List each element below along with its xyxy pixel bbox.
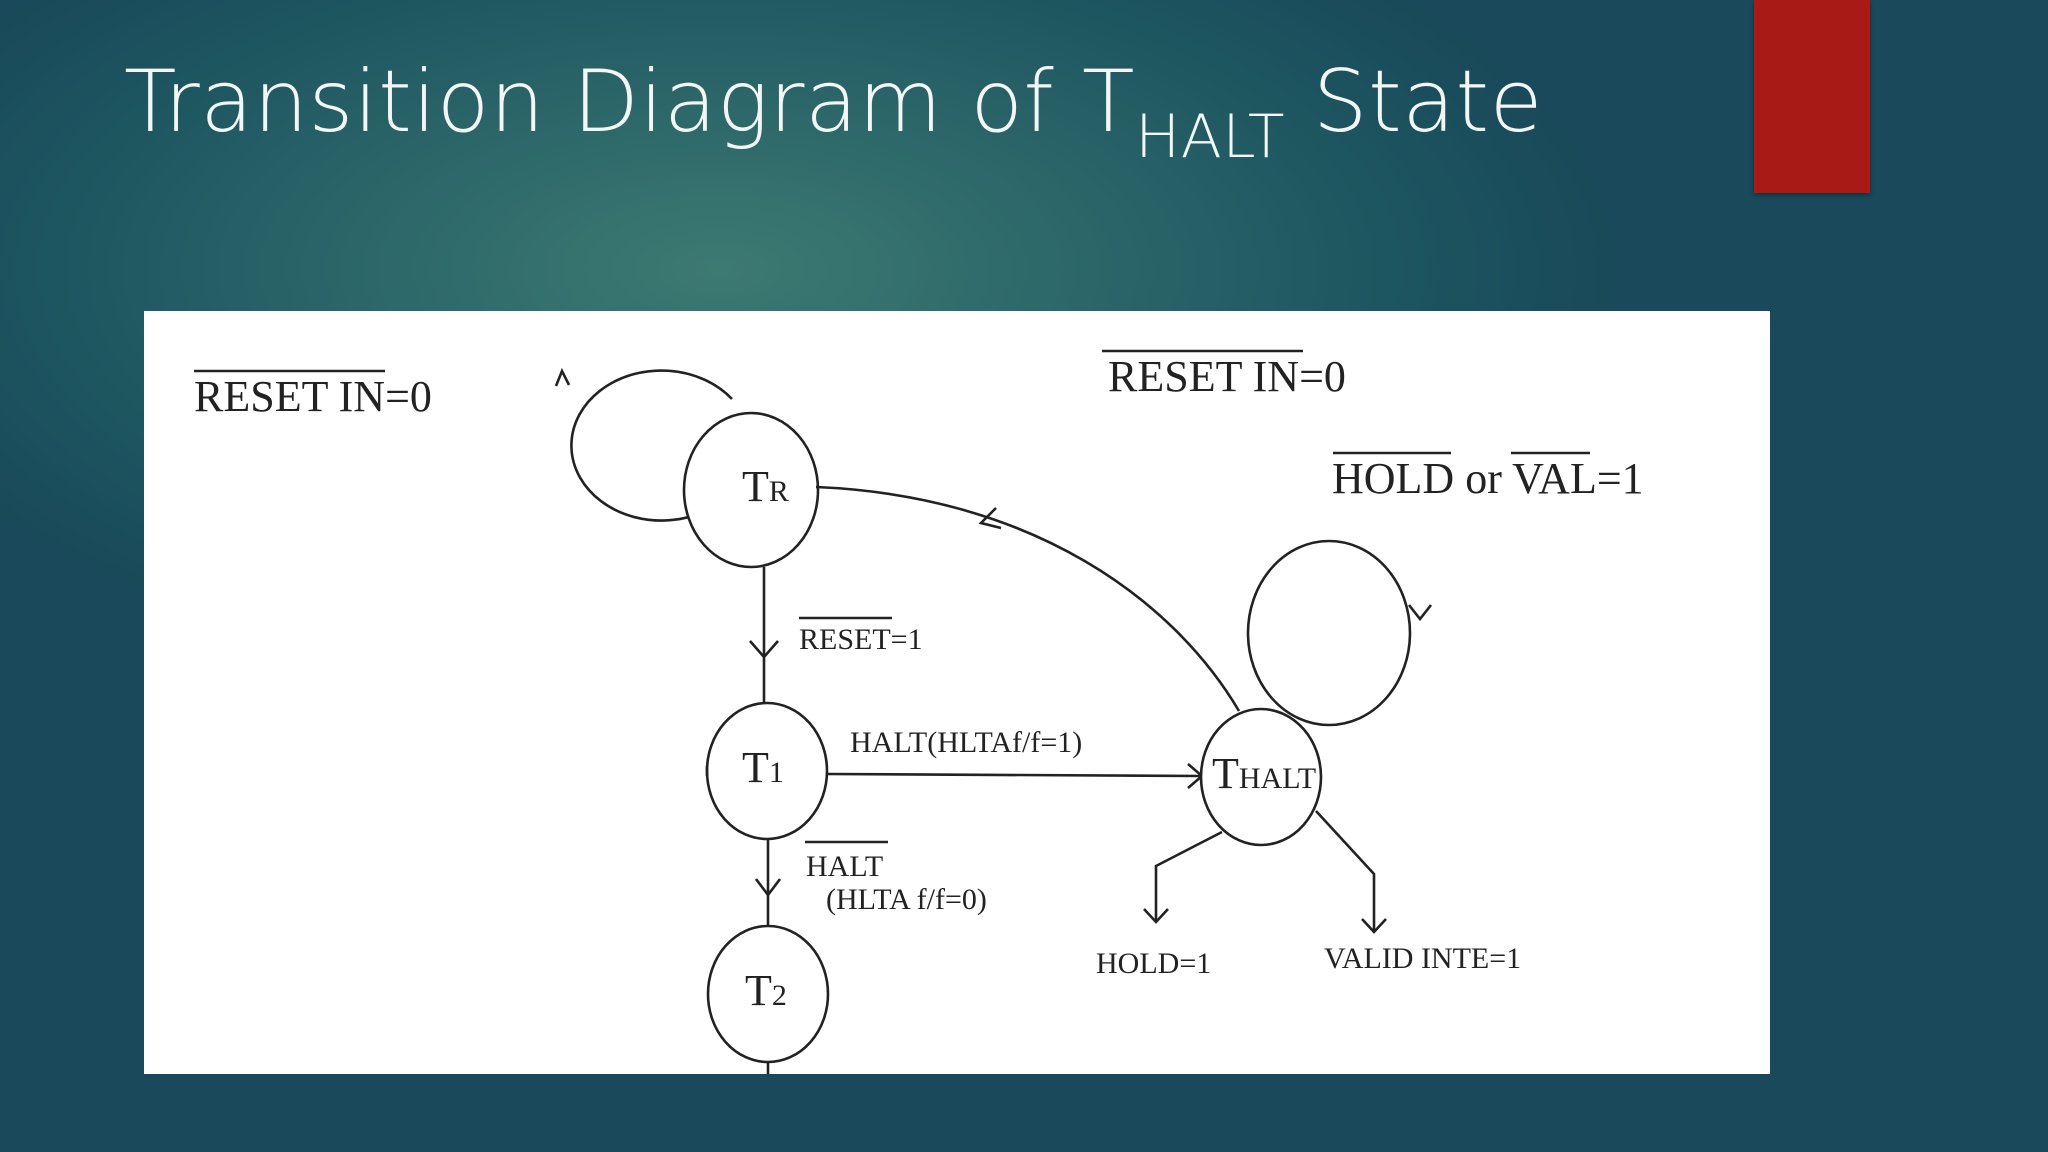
edge-tr-t1-arrowhead: [749, 640, 779, 659]
state-tr: [682, 411, 820, 569]
label-reset-in-top: RESET IN=0: [1108, 352, 1346, 401]
label-halt-bar: HALT: [806, 850, 883, 883]
label-valid-inte: VALID INTE=1: [1324, 942, 1521, 975]
slide-title: Transition Diagram of THALT State: [124, 52, 1544, 172]
thalt-self-loop-arrowhead: [1407, 604, 1433, 622]
diagram-panel: TR T1 T2 THALT RESET IN=0 RESET IN=0 HOL…: [144, 311, 1770, 1074]
state-thalt-label: THALT: [1212, 749, 1316, 798]
edge-t1-t2-arrowhead: [754, 878, 782, 898]
state-t1-label: T1: [742, 743, 784, 792]
state-tr-label: TR: [742, 462, 789, 511]
tr-self-loop: [570, 369, 734, 522]
accent-bar: [1754, 0, 1870, 193]
title-subscript: HALT: [1135, 102, 1286, 172]
label-hold1: HOLD=1: [1096, 947, 1211, 980]
title-main: Transition Diagram of T: [124, 52, 1136, 152]
label-halt-arrow: HALT(HLTAf/f=1): [850, 726, 1082, 759]
edge-thalt-tr-arrowhead: [978, 507, 1002, 530]
tr-self-loop-arrowhead: [554, 367, 571, 387]
edge-valid-inte-arrowhead: [1361, 918, 1387, 934]
label-hold-or-val: HOLD or VAL=1: [1332, 454, 1644, 503]
state-thalt: [1199, 707, 1323, 847]
edge-t1-thalt: [826, 772, 1202, 778]
edge-hold-arrowhead: [1143, 908, 1169, 924]
title-end: State: [1285, 52, 1544, 152]
label-hlta-ff0: (HLTA f/f=0): [826, 883, 987, 916]
state-t2-label: T2: [745, 966, 787, 1015]
transition-diagram: TR T1 T2 THALT RESET IN=0 RESET IN=0 HOL…: [194, 349, 1644, 1074]
label-reset: RESET=1: [799, 623, 923, 656]
edge-hold: [1154, 830, 1223, 921]
label-reset-in-left: RESET IN=0: [194, 372, 432, 421]
edge-valid-inte: [1315, 810, 1376, 931]
edge-thalt-tr: [815, 485, 1241, 712]
thalt-self-loop: [1246, 539, 1412, 727]
